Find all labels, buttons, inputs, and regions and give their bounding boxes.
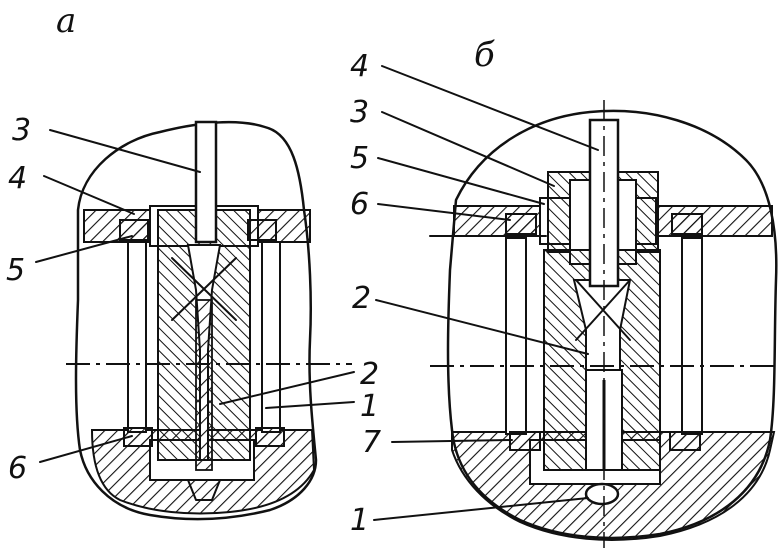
panel-a-callout-6: 6 — [8, 451, 27, 486]
panel-a-callout-1: 1 — [360, 389, 379, 424]
labels: а б 3 4 5 6 2 1 4 3 5 6 2 7 1 — [6, 1, 495, 538]
panel-b-callout-2: 2 — [352, 281, 371, 316]
panel-a-core — [195, 299, 213, 471]
panel-a-callout-4: 4 — [8, 161, 27, 196]
panel-b-callout-5: 5 — [350, 141, 369, 176]
panel-b — [373, 65, 780, 548]
panel-b-label: б — [474, 35, 495, 75]
panel-b-callout-3: 3 — [350, 95, 369, 130]
panel-a-leaders — [35, 129, 355, 463]
panel-a-top-rod — [194, 120, 218, 244]
panel-b-callout-4: 4 — [350, 49, 369, 84]
panel-a-label: а — [56, 1, 76, 41]
panel-b-callout-1: 1 — [350, 503, 369, 538]
panel-a-callout-3: 3 — [12, 113, 31, 148]
panel-a-column-right — [261, 241, 281, 433]
panel-a — [35, 120, 355, 521]
panel-a-callout-5: 5 — [6, 253, 25, 288]
panel-b-callout-7: 7 — [362, 425, 381, 460]
panel-b-column-right — [681, 237, 703, 435]
panel-a-callout-2: 2 — [360, 357, 379, 392]
panel-b-callout-6: 6 — [350, 187, 369, 222]
panel-b-leaders — [373, 65, 599, 521]
panel-a-column-left — [127, 241, 147, 433]
